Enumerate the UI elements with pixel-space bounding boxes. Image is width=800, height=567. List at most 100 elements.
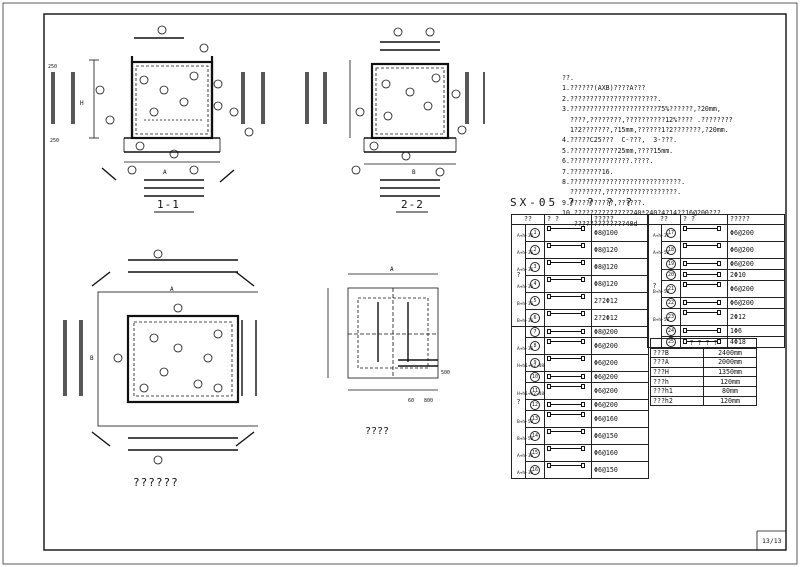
- rebar-number-cell: 19: [661, 257, 681, 270]
- table-header-cell: ??: [647, 214, 681, 225]
- dims-value: 120mm: [703, 395, 757, 407]
- rebar-shape-icon: [547, 293, 585, 299]
- rebar-number-circle: 4: [530, 278, 540, 289]
- note-line: 7.????????16.: [562, 167, 614, 176]
- rebar-shape-icon: [683, 260, 721, 266]
- note-line: 3.??????????????????????75%??????,?20mm,: [562, 105, 721, 114]
- dim-h-label-1: H: [80, 100, 84, 107]
- rebar-shape-icon: [683, 225, 721, 231]
- notes-lines: 1.??????(AXB)????A???2.?????????????????…: [562, 83, 733, 229]
- rebar-shape-cell: A+h-36: [517, 460, 592, 479]
- rebar-number-circle: 3: [530, 261, 540, 272]
- dim-250-label-1: 250: [48, 64, 58, 70]
- rebar-shape-cell: [544, 398, 592, 411]
- rebar-number-circle: 18: [666, 244, 676, 255]
- table-title: SX-05 ? ? ? ?: [510, 196, 636, 209]
- rebar-spec-cell: 2?2Φ12: [591, 291, 649, 310]
- rebar-shape-length: A+h-36: [517, 267, 534, 273]
- rebar-shape-length: A+h-36: [517, 470, 534, 476]
- rebar-number-cell: 10: [525, 370, 545, 383]
- rebar-shape-length: A+h-36: [517, 250, 534, 256]
- dims-value: 120mm: [703, 376, 757, 387]
- rebar-shape-cell: A+h-36: [517, 257, 592, 276]
- rebar-shape-length: A+h-50: [653, 250, 670, 256]
- rebar-number-circle: 20: [666, 269, 676, 280]
- rebar-shape-length: A+h-31: [653, 233, 670, 239]
- rebar-shape-cell: [680, 268, 728, 281]
- rebar-shape-icon: [547, 225, 585, 231]
- plan-drawing: [63, 249, 258, 465]
- rebar-number-circle: 14: [530, 430, 540, 441]
- rebar-number-cell: 11: [525, 381, 545, 400]
- rebar-shape-length: A+h-36: [517, 233, 534, 239]
- rebar-shape-length: A+h-36: [517, 346, 534, 352]
- rebar-shape-icon: [547, 373, 585, 379]
- note-line: 8.????????????????????????????.: [562, 178, 686, 187]
- notes-heading: ??.: [562, 74, 574, 82]
- rebar-spec-cell: Φ8@200: [591, 325, 649, 338]
- rebar-shape-icon: [683, 271, 721, 277]
- rebar-spec-cell: Φ6@200: [727, 279, 785, 298]
- rebar-spec-cell: Φ8@120: [591, 257, 649, 276]
- rebar-spec-cell: Φ8@100: [591, 223, 649, 242]
- rebar-shape-icon: [683, 309, 721, 315]
- dims-header-row: ? ? ? ?: [650, 338, 757, 349]
- rebar-shape-cell: B+h-36: [517, 308, 592, 327]
- table-header-cell: ?????: [727, 214, 785, 225]
- rebar-shape-cell: H+h1+h2-48: [517, 353, 592, 372]
- dim-a-label-3: A: [390, 266, 394, 273]
- plan-label: ??????: [133, 476, 179, 489]
- section-1-1-drawing: [51, 25, 265, 213]
- rebar-spec-cell: Φ6@200: [727, 296, 785, 309]
- table-header-row: ??? ??????: [647, 214, 785, 225]
- rebar-number-circle: 6: [530, 312, 540, 323]
- rebar-shape-icon: [547, 445, 585, 451]
- note-line: 2.??????????????????????.: [562, 94, 662, 103]
- rebar-number-cell: 15: [525, 443, 545, 462]
- note-line: 6.???????????????.????.: [562, 157, 654, 166]
- rebar-shape-cell: H+h1+h2-48: [517, 381, 592, 400]
- rebar-number-circle: 9: [530, 357, 540, 368]
- rebar-number-cell: 24: [661, 324, 681, 337]
- dims-name: ???h1: [650, 385, 704, 397]
- table-row: 20 2Φ10: [648, 268, 785, 281]
- note-line: ????????,??????????????????.: [562, 188, 682, 197]
- rebar-number-cell: 12: [525, 398, 545, 411]
- category-cell: ?: [511, 223, 526, 327]
- rebar-spec-cell: Φ6@200: [591, 336, 649, 355]
- rebar-shape-cell: [680, 257, 728, 270]
- rebar-shape-length: A+h-36: [517, 453, 534, 459]
- table-row: 19 Φ6@200: [648, 257, 785, 270]
- rebar-number-cell: 8: [525, 336, 545, 355]
- rebar-spec-cell: 2Φ10: [727, 268, 785, 281]
- rebar-shape-icon: [683, 299, 721, 305]
- dims-name: ???H: [650, 366, 704, 378]
- rebar-number-cell: 16: [525, 460, 545, 479]
- rebar-spec-cell: Φ6@200: [727, 240, 785, 259]
- category-cell: ?: [647, 223, 662, 348]
- dims-name: ???B: [650, 347, 704, 359]
- table-header-cell: ? ?: [544, 214, 592, 225]
- rebar-spec-cell: Φ8@120: [591, 240, 649, 259]
- rebar-shape-cell: A+h-36: [517, 336, 592, 355]
- rebar-number-circle: 1: [530, 227, 540, 238]
- rebar-spec-cell: Φ6@150: [591, 426, 649, 445]
- rebar-number-cell: 6: [525, 308, 545, 327]
- rebar-number-circle: 2: [530, 244, 540, 255]
- rebar-shape-cell: A+h-36: [517, 240, 592, 259]
- rebar-number-circle: 23: [666, 311, 676, 322]
- rebar-spec-cell: Φ6@200: [727, 257, 785, 270]
